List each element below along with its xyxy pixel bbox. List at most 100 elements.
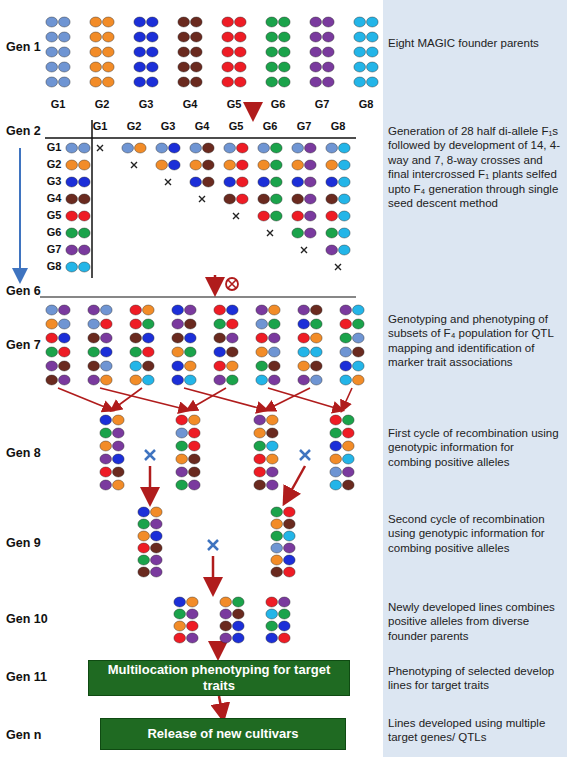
- allele-oval: [100, 480, 112, 490]
- allele-oval: [143, 375, 155, 385]
- allele-oval: [143, 305, 155, 315]
- allele-oval: [66, 245, 78, 255]
- allele-oval: [189, 454, 201, 464]
- allele-oval: [220, 597, 232, 607]
- allele-oval: [178, 17, 190, 27]
- allele-oval: [59, 333, 71, 343]
- allele-oval: [227, 319, 239, 329]
- allele-oval: [271, 519, 283, 529]
- allele-oval: [46, 361, 58, 371]
- flow-arrow: [219, 696, 223, 718]
- allele-oval: [227, 375, 239, 385]
- parent-label: G5: [219, 98, 249, 110]
- allele-oval: [340, 375, 352, 385]
- allele-oval: [101, 319, 113, 329]
- allele-oval: [59, 17, 71, 27]
- allele-oval: [174, 597, 186, 607]
- allele-oval: [147, 62, 159, 72]
- selection-arrow: [112, 388, 142, 410]
- parent-label: G6: [255, 120, 285, 132]
- allele-oval: [266, 621, 278, 631]
- allele-oval: [298, 333, 310, 343]
- allele-oval: [138, 567, 150, 577]
- allele-oval: [354, 32, 366, 42]
- allele-oval: [90, 47, 102, 57]
- flow-arrow: [285, 466, 305, 502]
- allele-oval: [292, 211, 304, 221]
- allele-oval: [279, 633, 291, 643]
- allele-oval: [101, 305, 113, 315]
- allele-oval: [298, 305, 310, 315]
- allele-oval: [353, 361, 365, 371]
- allele-oval: [214, 361, 226, 371]
- cross-mark: [233, 213, 239, 219]
- allele-oval: [298, 361, 310, 371]
- parent-label: G7: [42, 243, 66, 255]
- allele-oval: [90, 32, 102, 42]
- allele-oval: [88, 361, 100, 371]
- allele-oval: [46, 47, 58, 57]
- allele-oval: [147, 77, 159, 87]
- allele-oval: [271, 567, 283, 577]
- allele-oval: [330, 480, 342, 490]
- parent-label: G3: [131, 98, 161, 110]
- allele-oval: [187, 621, 199, 631]
- allele-oval: [79, 143, 91, 153]
- allele-oval: [172, 319, 184, 329]
- allele-oval: [46, 17, 58, 27]
- allele-oval: [130, 319, 142, 329]
- allele-oval: [326, 143, 338, 153]
- allele-oval: [187, 633, 199, 643]
- allele-oval: [233, 633, 245, 643]
- parent-label: G2: [42, 158, 66, 170]
- flow-arrow: [252, 103, 255, 117]
- allele-oval: [254, 441, 266, 451]
- allele-oval: [292, 160, 304, 170]
- parent-label: G2: [87, 98, 117, 110]
- allele-oval: [222, 62, 234, 72]
- cross-mark: [267, 230, 273, 236]
- allele-oval: [178, 77, 190, 87]
- parent-label: G7: [307, 98, 337, 110]
- process-box: Release of new cultivars: [100, 718, 346, 750]
- allele-oval: [237, 177, 249, 187]
- allele-oval: [103, 17, 115, 27]
- allele-oval: [59, 47, 71, 57]
- allele-oval: [176, 441, 188, 451]
- allele-oval: [256, 333, 268, 343]
- allele-oval: [284, 507, 296, 517]
- allele-oval: [88, 333, 100, 343]
- allele-oval: [279, 17, 291, 27]
- allele-oval: [311, 375, 323, 385]
- allele-oval: [222, 32, 234, 42]
- parent-label: G1: [42, 141, 66, 153]
- allele-oval: [101, 347, 113, 357]
- allele-oval: [143, 347, 155, 357]
- allele-oval: [113, 428, 125, 438]
- allele-oval: [169, 143, 181, 153]
- allele-oval: [227, 347, 239, 357]
- allele-oval: [326, 211, 338, 221]
- allele-oval: [258, 160, 270, 170]
- allele-oval: [138, 507, 150, 517]
- allele-oval: [88, 305, 100, 315]
- allele-oval: [227, 333, 239, 343]
- allele-oval: [298, 319, 310, 329]
- allele-oval: [269, 333, 281, 343]
- parent-label: G7: [289, 120, 319, 132]
- box-text: Multilocation phenotyping for target tra…: [89, 662, 349, 693]
- parent-label: G6: [263, 98, 293, 110]
- allele-oval: [143, 361, 155, 371]
- allele-oval: [224, 160, 236, 170]
- allele-oval: [203, 143, 215, 153]
- allele-oval: [79, 194, 91, 204]
- allele-oval: [269, 305, 281, 315]
- allele-oval: [266, 77, 278, 87]
- allele-oval: [176, 428, 188, 438]
- parent-label: G8: [42, 260, 66, 272]
- allele-oval: [353, 347, 365, 357]
- allele-oval: [224, 143, 236, 153]
- allele-oval: [279, 47, 291, 57]
- allele-oval: [343, 428, 355, 438]
- allele-oval: [269, 319, 281, 329]
